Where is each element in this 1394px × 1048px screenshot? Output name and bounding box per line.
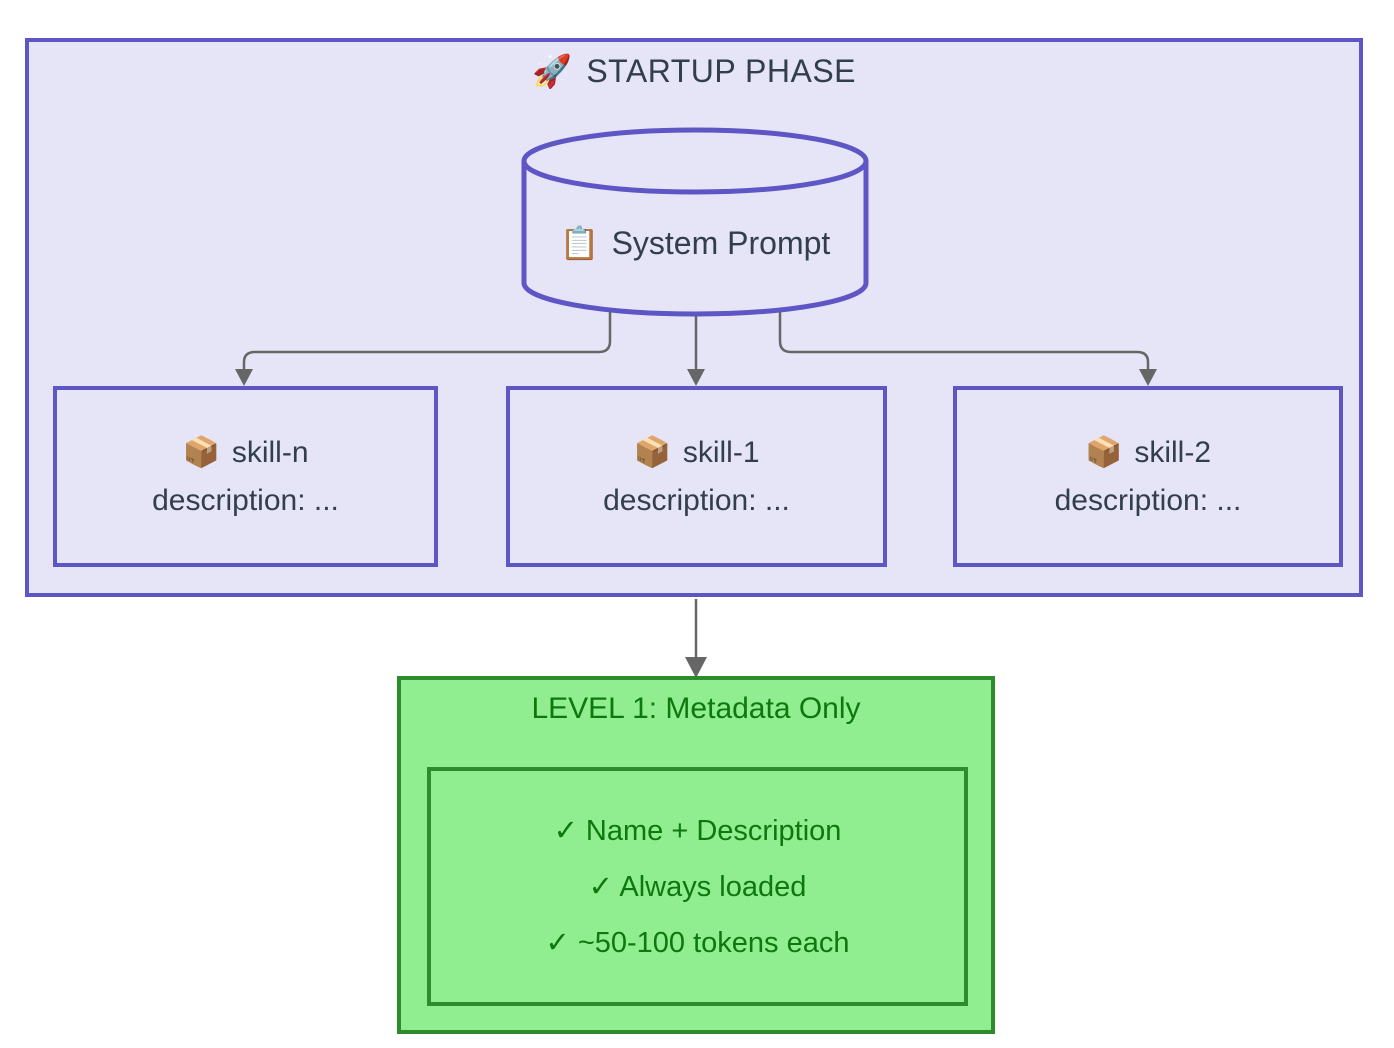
skill-description: description: ... [152, 484, 339, 517]
skill-name: 📦 skill-2 [1085, 435, 1211, 470]
package-icon: 📦 [1084, 436, 1123, 469]
skill-description: description: ... [603, 484, 790, 517]
system-prompt-database: 📋 System Prompt [519, 224, 871, 262]
skill-name-text: skill-1 [682, 436, 760, 469]
level1-checklist-box: ✓ Name + Description ✓ Always loaded ✓ ~… [427, 767, 968, 1006]
package-icon: 📦 [633, 436, 671, 469]
skill-node-skill-1: 📦 skill-1 description: ... [506, 386, 887, 567]
checklist-item: ✓ Always loaded [588, 870, 807, 903]
rocket-icon: 🚀 [531, 53, 573, 89]
clipboard-icon: 📋 [559, 225, 600, 261]
skill-name-text: skill-n [231, 436, 309, 469]
level1-title: LEVEL 1: Metadata Only [531, 692, 861, 725]
startup-phase-title-text: STARTUP PHASE [586, 53, 857, 89]
checklist-item: ✓ ~50-100 tokens each [545, 926, 850, 959]
arrowhead-level1 [685, 657, 707, 678]
checklist-item: ✓ Name + Description [553, 814, 842, 847]
package-icon: 📦 [182, 436, 220, 469]
system-prompt-cylinder-shape [521, 127, 869, 317]
skill-node-skill-2: 📦 skill-2 description: ... [953, 386, 1343, 567]
system-prompt-label: System Prompt [611, 225, 831, 261]
skill-name-text: skill-2 [1134, 436, 1212, 469]
level1-metadata-node: LEVEL 1: Metadata Only ✓ Name + Descript… [397, 676, 995, 1034]
skill-node-skill-n: 📦 skill-n description: ... [53, 386, 438, 567]
skill-description: description: ... [1054, 484, 1242, 517]
skill-name: 📦 skill-1 [633, 435, 759, 470]
startup-phase-title: 🚀 STARTUP PHASE [29, 52, 1359, 90]
skill-name: 📦 skill-n [182, 435, 308, 470]
